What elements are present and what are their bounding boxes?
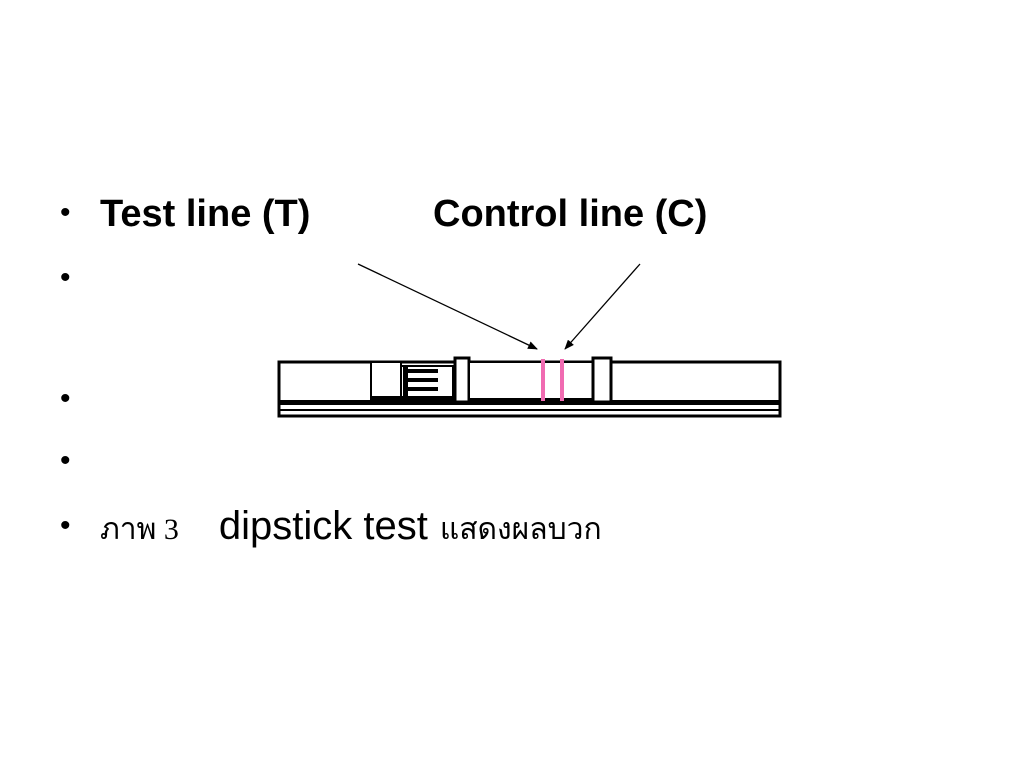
divider-block — [453, 356, 471, 404]
bullet-4: • — [60, 444, 71, 477]
sample-pad — [370, 361, 402, 401]
bullet-3: • — [60, 382, 71, 415]
caption-subject: dipstick test — [218, 504, 428, 548]
figure-caption: ภาพ 3 dipstick test แสดงผลบวก — [100, 506, 602, 546]
result-window — [468, 361, 594, 403]
control-line-arrow — [564, 263, 641, 350]
absorbent-divider — [591, 356, 613, 404]
comb-stem — [403, 366, 408, 398]
dipstick-strip — [277, 356, 782, 418]
test-line-mark — [541, 359, 545, 401]
comb-tooth-1 — [408, 369, 438, 373]
control-line-label: Control line (C) — [433, 193, 708, 235]
control-line-mark — [560, 359, 564, 401]
bullet-5: • — [60, 509, 71, 542]
bullet-1: • — [60, 196, 71, 229]
bullet-2: • — [60, 261, 71, 294]
test-line-arrow — [357, 263, 538, 350]
comb-tooth-3 — [408, 387, 438, 391]
caption-figure-number: ภาพ 3 — [100, 513, 179, 546]
caption-description: แสดงผลบวก — [439, 513, 602, 546]
test-line-label: Test line (T) — [100, 193, 311, 235]
comb-tooth-2 — [408, 378, 438, 382]
conjugate-base — [371, 396, 456, 404]
result-window-base — [469, 398, 607, 405]
